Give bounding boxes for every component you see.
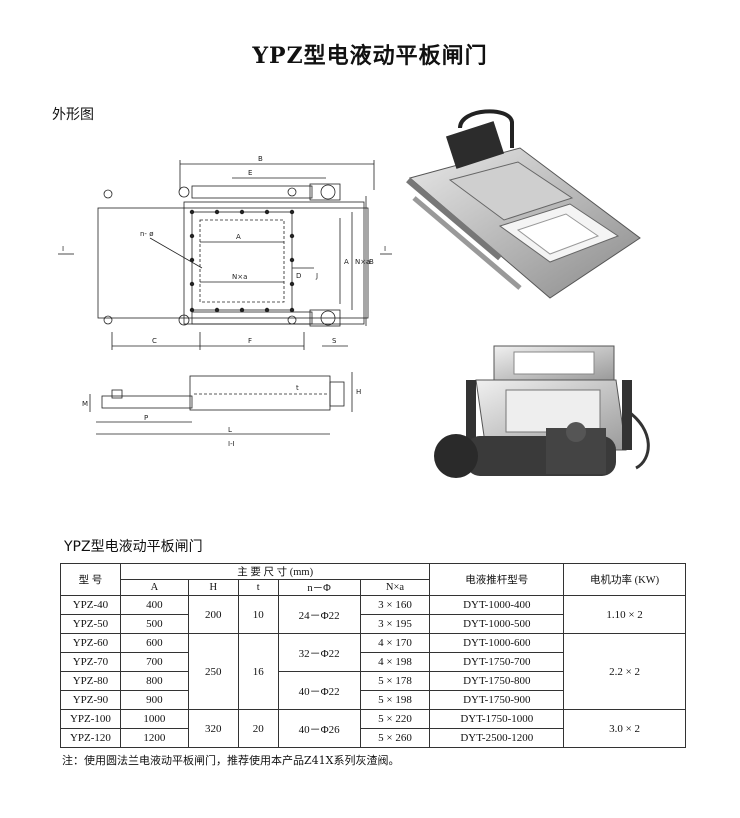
table-row: YPZ-40 400 200 10 24－Φ22 3 × 160 DYT-100… [60, 595, 686, 634]
cell-A: 900 [119, 690, 189, 710]
cell-model: YPZ-100 [60, 709, 121, 729]
cell-pusher: DYT-1750-800 [429, 671, 565, 691]
footnote: 注：使用圆法兰电液动平板闸门，推荐使用本产品Z41X系列灰渣阀。 [62, 754, 400, 767]
cell-pusher: DYT-1000-600 [429, 633, 565, 653]
cell-nxa: 5 × 198 [359, 690, 431, 710]
dim-label-E: E [248, 169, 252, 177]
cell-model: YPZ-90 [60, 690, 121, 710]
cell-nxa: 5 × 260 [359, 728, 431, 748]
cell-H: 320 [187, 709, 239, 748]
cell-A: 600 [119, 633, 189, 653]
section-heading-table: YPZ型电液动平板闸门 [64, 539, 203, 555]
cell-pusher: DYT-1750-1000 [429, 709, 565, 729]
table-row: YPZ-60 600 250 16 32－Φ22 4 × 170 DYT-100… [60, 633, 686, 710]
dim-label-P: P [144, 414, 148, 422]
header-model: 型 号 [60, 563, 121, 596]
header-nxa: N×a [359, 579, 431, 596]
dim-label-H: H [356, 388, 361, 396]
header-n-phi: n－Φ [277, 579, 361, 596]
cell-A: 500 [119, 614, 189, 634]
cell-nxa: 5 × 220 [359, 709, 431, 729]
cell-nxa: 4 × 198 [359, 652, 431, 672]
cell-nxa: 5 × 178 [359, 671, 431, 691]
cell-model: YPZ-80 [60, 671, 121, 691]
dim-label-side-nxa: N×a [355, 258, 370, 266]
cell-model: YPZ-50 [60, 614, 121, 634]
cell-n-phi: 32－Φ22 [277, 633, 361, 672]
table-row: YPZ-50 500 3 × 195 DYT-1000-500 [60, 614, 686, 634]
dim-label-n-phi: n- ø [140, 230, 154, 238]
dim-label-L: L [228, 426, 232, 434]
spec-table: 型 号 主 要 尺 寸 (mm) 电液推杆型号 电机功率 (KW) A H t … [60, 563, 686, 748]
section-mark-left: I [62, 245, 64, 253]
cell-t: 16 [237, 633, 279, 710]
header-pusher: 电液推杆型号 [429, 563, 565, 596]
dim-label-nxa: N×a [232, 273, 247, 281]
dim-label-C: C [152, 337, 157, 345]
view-label-I-I: I-I [228, 440, 235, 448]
cell-model: YPZ-70 [60, 652, 121, 672]
cell-n-phi: 40－Φ22 [277, 671, 361, 710]
cell-model: YPZ-40 [60, 595, 121, 615]
cell-pusher: DYT-1000-500 [429, 614, 565, 634]
cell-model: YPZ-120 [60, 728, 121, 748]
dim-label-F: F [248, 337, 252, 345]
cell-power: 2.2 × 2 [563, 633, 686, 710]
cell-H: 200 [187, 595, 239, 634]
cell-power: 1.10 × 2 [563, 595, 686, 634]
cell-H: 250 [187, 633, 239, 710]
dim-label-B: B [258, 155, 263, 163]
gate-photo-bottom [434, 345, 650, 478]
cell-n-phi: 24－Φ22 [277, 595, 361, 634]
gate-photo-top [406, 109, 641, 299]
outline-drawing: B E A n- ø N×a D J A N×a B C F S I I H M… [58, 155, 392, 448]
page-title: YPZ型电液动平板闸门 [252, 43, 488, 69]
cell-nxa: 3 × 160 [359, 595, 431, 615]
cell-A: 700 [119, 652, 189, 672]
dim-label-J: J [315, 272, 318, 280]
dim-label-D: D [296, 272, 301, 280]
cell-pusher: DYT-2500-1200 [429, 728, 565, 748]
dim-label-M: M [82, 400, 88, 408]
cell-A: 1000 [119, 709, 189, 729]
header-t: t [237, 579, 279, 596]
dim-label-side-B: B [369, 258, 374, 266]
cell-power: 3.0 × 2 [563, 709, 686, 748]
cell-nxa: 4 × 170 [359, 633, 431, 653]
cell-A: 400 [119, 595, 189, 615]
cell-t: 10 [237, 595, 279, 634]
header-power: 电机功率 (KW) [563, 563, 686, 596]
dim-label-t: t [296, 384, 299, 392]
section-mark-right: I [384, 245, 386, 253]
cell-pusher: DYT-1000-400 [429, 595, 565, 615]
table-row: YPZ-100 1000 320 20 40－Φ26 5 × 220 DYT-1… [60, 709, 686, 748]
header-main-dimensions: 主 要 尺 寸 (mm) [119, 563, 431, 580]
cell-A: 800 [119, 671, 189, 691]
table-row: YPZ-70 700 4 × 198 DYT-1750-700 [60, 652, 686, 672]
dim-label-S: S [332, 337, 337, 345]
cell-A: 1200 [119, 728, 189, 748]
cell-n-phi: 40－Φ26 [277, 709, 361, 748]
table-row: YPZ-120 1200 5 × 260 DYT-2500-1200 [60, 728, 686, 748]
cell-pusher: DYT-1750-900 [429, 690, 565, 710]
header-A: A [119, 579, 189, 596]
cell-t: 20 [237, 709, 279, 748]
cell-pusher: DYT-1750-700 [429, 652, 565, 672]
header-H: H [187, 579, 239, 596]
dim-label-A: A [236, 233, 241, 241]
cell-nxa: 3 × 195 [359, 614, 431, 634]
section-heading-outline: 外形图 [52, 107, 94, 123]
cell-model: YPZ-60 [60, 633, 121, 653]
dim-label-side-A: A [344, 258, 349, 266]
